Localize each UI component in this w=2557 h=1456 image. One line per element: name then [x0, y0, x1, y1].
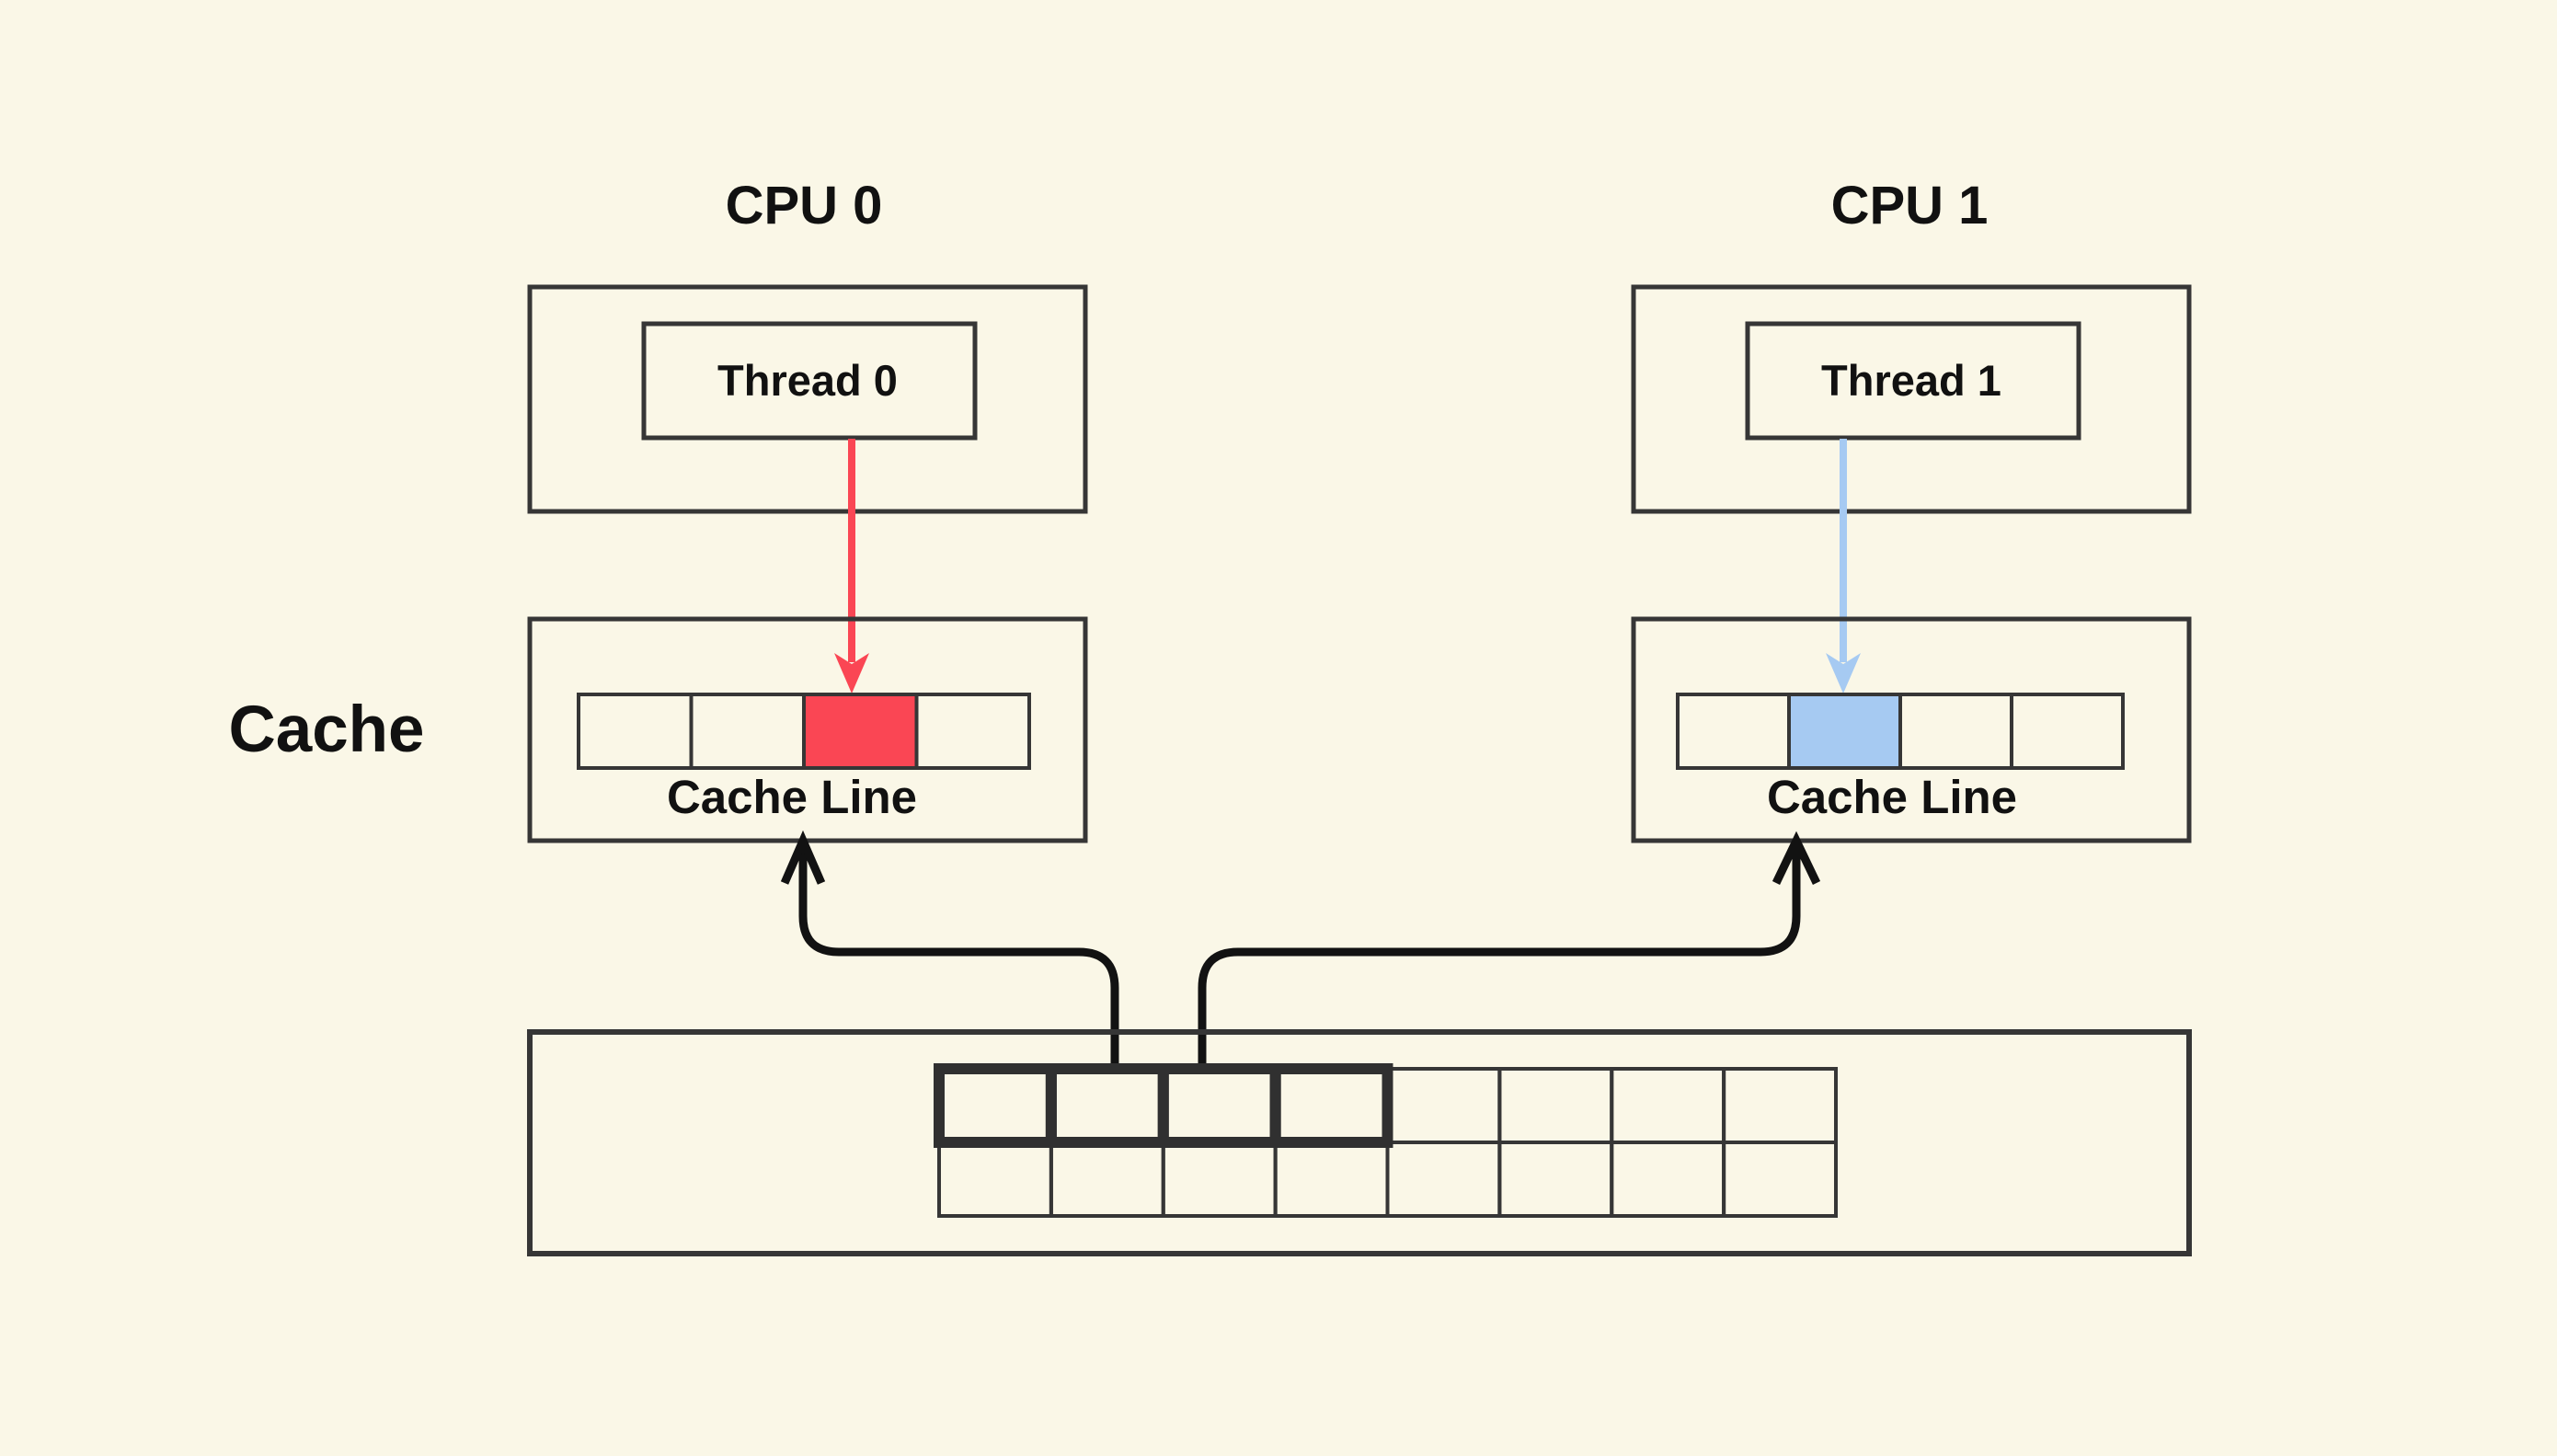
thread0-label: Thread 0	[717, 356, 898, 405]
thread1-arrowhead-icon	[1826, 653, 1861, 694]
cpu1-title: CPU 1	[1831, 176, 1989, 235]
cache0-caption: Cache Line	[667, 771, 917, 823]
memory-to-cache0-arrowhead-icon	[780, 830, 826, 885]
cpu1-box	[1631, 284, 2192, 514]
cpu0-title: CPU 0	[726, 176, 883, 235]
memory-to-cache0-arrow	[798, 848, 1119, 1071]
cache0-cell	[802, 693, 919, 770]
cache1-cells	[1676, 693, 2125, 770]
thread1-box	[1745, 321, 2081, 441]
memory-highlight-cell	[1269, 1063, 1393, 1148]
memory-box	[527, 1029, 2192, 1256]
memory-highlight	[934, 1063, 1393, 1148]
memory-to-cache1-arrow	[1198, 848, 1801, 1071]
cache1-box	[1631, 616, 2192, 843]
thread0-arrowhead-icon	[834, 653, 869, 694]
cache1-caption: Cache Line	[1767, 771, 2017, 823]
thread0-box	[641, 321, 978, 441]
memory-to-cache1-arrowhead-icon	[1772, 831, 1821, 885]
cache-side-label: Cache	[228, 694, 424, 766]
cache1-cell	[1787, 693, 1902, 770]
cpu0-box	[527, 284, 1088, 514]
memory-cell	[1722, 1141, 1838, 1218]
cache0-box	[527, 616, 1088, 843]
cache0-cells	[577, 693, 1031, 770]
cache0-cell	[914, 693, 1031, 770]
thread1-label: Thread 1	[1821, 356, 2001, 405]
cache1-cell	[2010, 693, 2125, 770]
